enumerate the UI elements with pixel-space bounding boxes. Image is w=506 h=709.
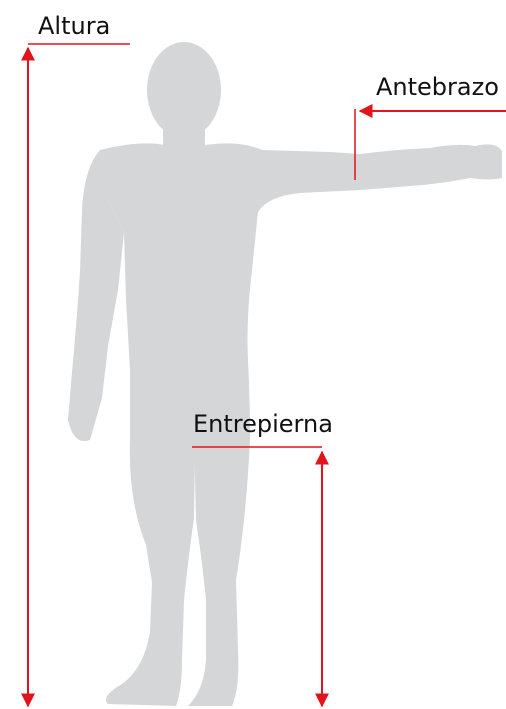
forearm-label: Antebrazo bbox=[376, 73, 499, 101]
silhouette-left-leg bbox=[106, 440, 195, 706]
silhouette-torso-arm bbox=[100, 143, 502, 450]
silhouette-right-leg bbox=[188, 440, 250, 706]
inseam-label: Entrepierna bbox=[193, 410, 333, 438]
height-label: Altura bbox=[38, 12, 110, 40]
human-silhouette bbox=[68, 42, 502, 706]
